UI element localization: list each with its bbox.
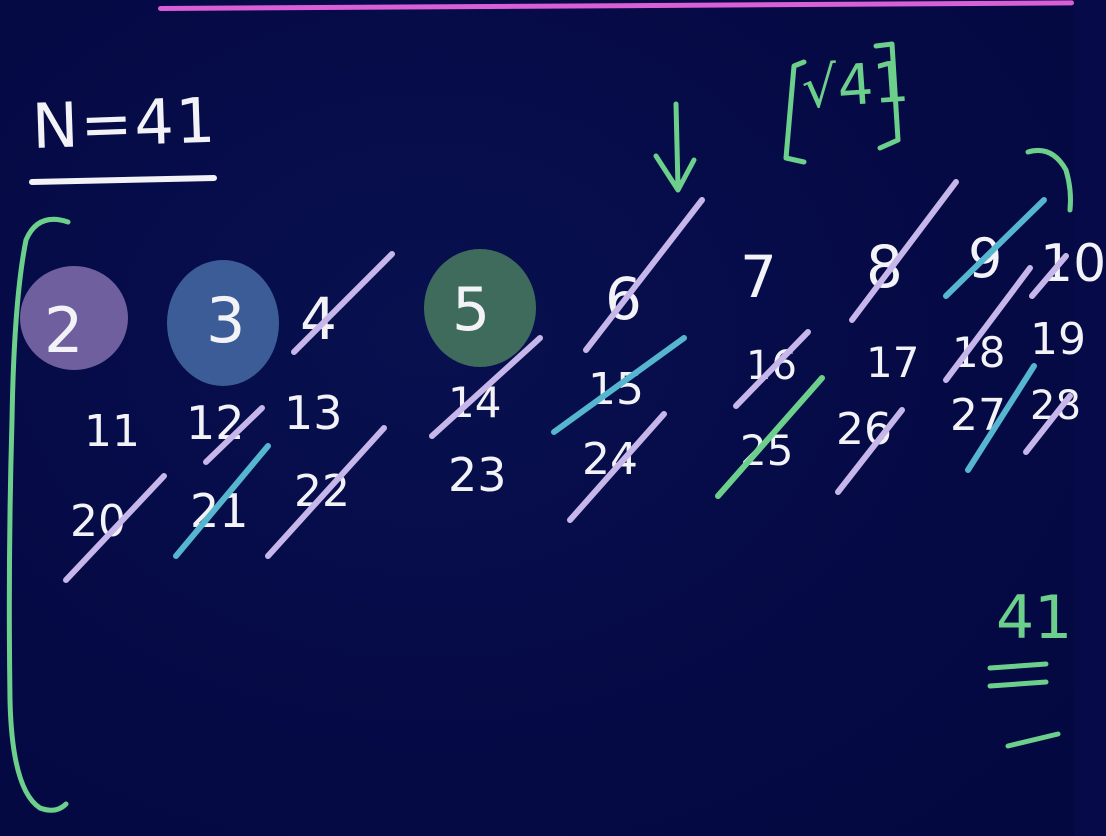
side-number: 41 (996, 583, 1073, 653)
green-cross-outs (715, 375, 825, 499)
blue-cross-outs (173, 197, 1047, 559)
floor-bracket-left (783, 59, 807, 165)
number-10: 10 (1040, 234, 1106, 294)
number-8: 8 (866, 233, 903, 301)
highlight-circle-2 (20, 266, 128, 370)
floor-bracket-right (873, 41, 901, 151)
number-7: 7 (740, 243, 777, 311)
number-17: 17 (866, 338, 920, 387)
side-double-underline (987, 661, 1049, 689)
highlight-circle-3 (167, 260, 279, 386)
left-bracket (6, 216, 71, 813)
highlight-circle-5 (424, 249, 536, 367)
title-underline (29, 175, 217, 185)
number-19: 19 (1030, 314, 1086, 365)
number-11: 11 (84, 406, 140, 457)
number-23: 23 (448, 448, 507, 502)
number-13: 13 (284, 386, 343, 440)
number-5: 5 (452, 275, 491, 345)
number-3: 3 (206, 284, 246, 357)
arrow-down-icon (653, 101, 697, 193)
number-26: 26 (836, 404, 892, 455)
side-dash (1005, 731, 1061, 749)
number-20: 20 (70, 496, 126, 547)
lavender-cross-outs (63, 179, 1073, 583)
right-bracket (1025, 148, 1073, 213)
handwritten-strokes (6, 41, 1073, 813)
number-2: 2 (44, 294, 84, 367)
